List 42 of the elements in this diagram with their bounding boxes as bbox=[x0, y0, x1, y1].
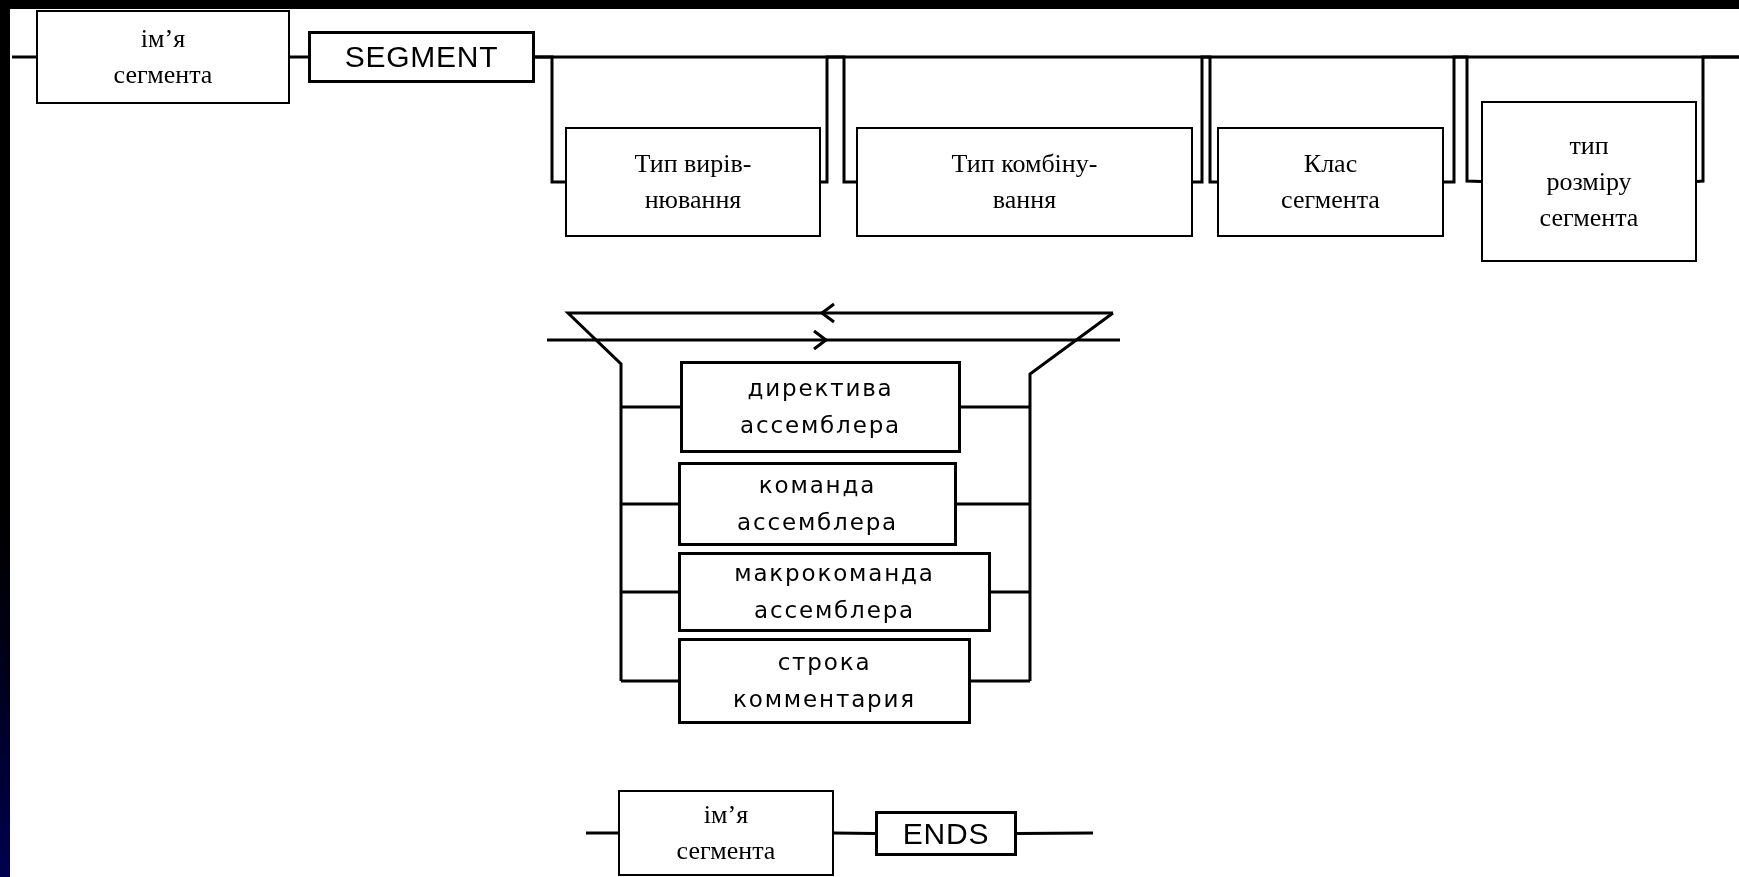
connector-line bbox=[1696, 55, 1739, 183]
keyword-box bbox=[875, 811, 1017, 856]
syntax-box bbox=[678, 552, 991, 632]
connector-line bbox=[991, 590, 1030, 594]
syntax-box bbox=[678, 462, 957, 546]
box-label: ім’я сегмента bbox=[675, 799, 777, 867]
box-label: ENDS bbox=[902, 815, 990, 852]
connector-line bbox=[535, 55, 565, 184]
box-label: Тип вирів- нювання bbox=[633, 148, 753, 216]
box-label: команда ассемблера bbox=[736, 471, 899, 537]
connector-line bbox=[1017, 831, 1093, 835]
connector-line bbox=[957, 502, 1030, 506]
syntax-box bbox=[565, 127, 821, 237]
box-label: SEGMENT bbox=[344, 39, 499, 75]
connector-line bbox=[621, 502, 678, 506]
connector-line bbox=[821, 55, 856, 184]
connector-line bbox=[621, 405, 680, 409]
box-label: Клас сегмента bbox=[1280, 148, 1381, 216]
keyword-box bbox=[308, 31, 535, 83]
box-label: Тип комбіну- вання bbox=[950, 148, 1099, 216]
syntax-box bbox=[678, 638, 971, 724]
syntax-box bbox=[1481, 101, 1697, 262]
syntax-box bbox=[1217, 127, 1444, 237]
connector-line bbox=[971, 679, 1030, 683]
syntax-box bbox=[680, 361, 961, 453]
connector-line bbox=[586, 831, 618, 835]
box-label: макрокоманда ассемблера bbox=[733, 559, 936, 625]
connector-line bbox=[961, 405, 1030, 409]
connector-line bbox=[290, 55, 308, 59]
syntax-box bbox=[36, 10, 290, 104]
box-label: тип розміру сегмента bbox=[1538, 129, 1640, 234]
connector-line bbox=[621, 679, 678, 683]
syntax-box bbox=[856, 127, 1193, 237]
connector-line bbox=[1444, 55, 1482, 184]
connector-line bbox=[12, 55, 36, 59]
syntax-box bbox=[618, 790, 834, 876]
connector-line bbox=[833, 831, 876, 835]
connector-line bbox=[1193, 55, 1217, 184]
box-label: строка комментария bbox=[732, 648, 917, 714]
box-label: директива ассемблера bbox=[739, 374, 902, 440]
connector-line bbox=[621, 590, 678, 594]
box-label: ім’я сегмента bbox=[112, 23, 214, 91]
